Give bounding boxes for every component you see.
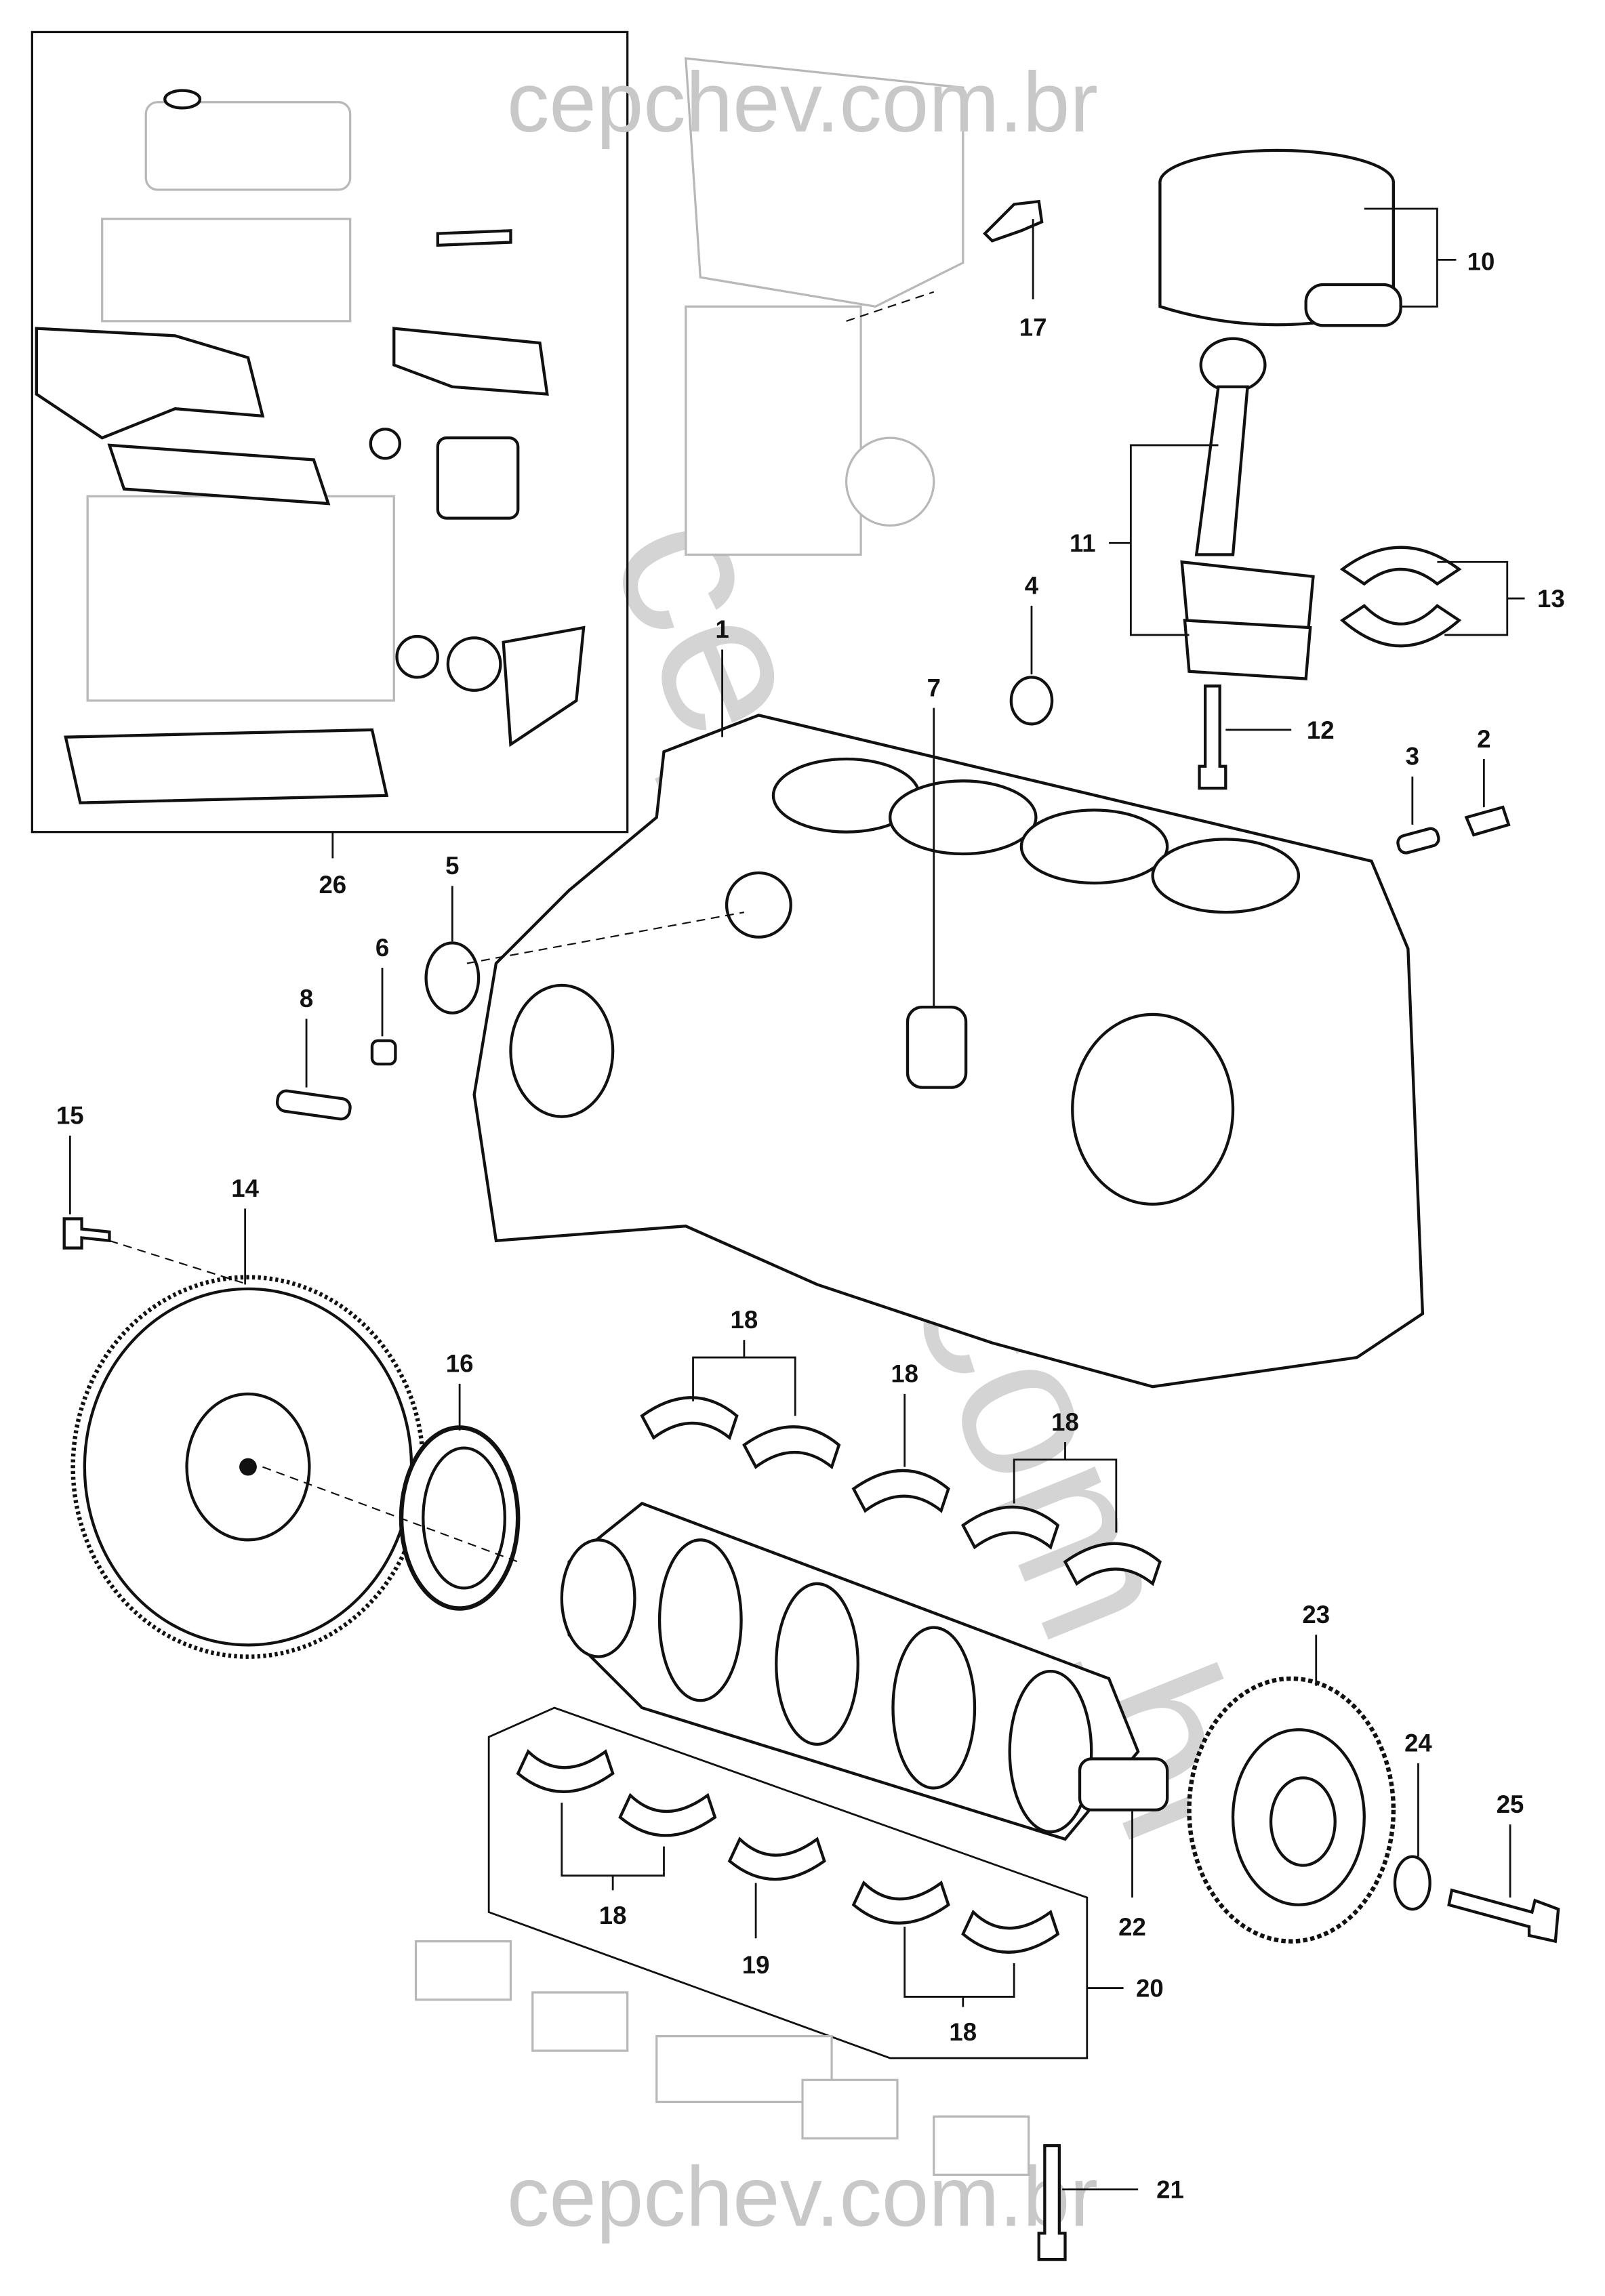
bearing-set-outline-20 — [487, 1706, 1089, 2059]
washer-24 — [1393, 1855, 1431, 1911]
pin-3 — [1396, 827, 1440, 855]
plug-2 — [1464, 805, 1511, 837]
part-label-18-lower-b: 18 — [949, 2018, 977, 2046]
crankshaft-22 — [560, 1502, 1169, 1841]
part-label-14: 14 — [231, 1174, 259, 1202]
pulley-bolt-25 — [1447, 1888, 1560, 1944]
rod-bearing-13a — [1339, 546, 1462, 586]
part-label-17: 17 — [1019, 313, 1047, 341]
part-label-2: 2 — [1477, 725, 1490, 753]
dowel-pin-8 — [275, 1089, 352, 1121]
rod-bolt-12 — [1198, 684, 1227, 790]
part-label-18-upper-a: 18 — [731, 1306, 758, 1334]
part-label-11: 11 — [1070, 529, 1096, 557]
flywheel-14 — [70, 1275, 426, 1659]
part-label-22: 22 — [1118, 1913, 1146, 1941]
upper-main-bearings — [640, 1396, 1162, 1586]
part-label-19: 19 — [742, 1951, 770, 1979]
part-label-23: 23 — [1302, 1601, 1330, 1628]
part-label-16: 16 — [446, 1350, 474, 1378]
bolt-15 — [62, 1217, 111, 1250]
part-label-26: 26 — [319, 871, 346, 899]
lower-main-bearings — [516, 1748, 1060, 1954]
part-label-5: 5 — [445, 852, 459, 880]
part-label-20: 20 — [1136, 1974, 1164, 2002]
part-label-21: 21 — [1156, 2176, 1184, 2204]
watermark-top: cepchev.com.br — [507, 56, 1098, 150]
connecting-rod-11 — [1180, 337, 1315, 680]
part-label-18-lower-a: 18 — [599, 1902, 627, 1929]
part-label-3: 3 — [1406, 743, 1419, 771]
part-label-6: 6 — [375, 934, 389, 962]
part-label-7: 7 — [927, 674, 941, 701]
part-label-1: 1 — [715, 615, 729, 643]
part-label-10: 10 — [1467, 247, 1495, 275]
part-label-12: 12 — [1307, 716, 1335, 744]
rod-bearing-13b — [1339, 604, 1462, 648]
part-label-4: 4 — [1025, 572, 1039, 600]
seal-5 — [424, 941, 481, 1014]
part-label-24: 24 — [1404, 1729, 1432, 1757]
plug-6 — [370, 1039, 397, 1066]
part-label-15: 15 — [56, 1101, 84, 1129]
part-label-8: 8 — [300, 985, 313, 1012]
plug-4 — [1009, 676, 1054, 726]
part-label-25: 25 — [1497, 1790, 1524, 1818]
crank-pulley-23 — [1187, 1676, 1396, 1944]
gasket-kit-box — [31, 30, 629, 834]
part-label-13: 13 — [1537, 585, 1565, 613]
main-bearing-caps-ghost — [414, 1940, 1030, 2176]
part-label-18-upper-c: 18 — [1051, 1408, 1079, 1436]
engine-ghost-background — [685, 57, 964, 556]
piston-10 — [1158, 148, 1402, 327]
part-label-18-upper-b: 18 — [891, 1360, 918, 1388]
bolt-17 — [983, 199, 1044, 243]
engine-block — [472, 714, 1425, 1389]
main-cap-bolt-21 — [1037, 2144, 1067, 2261]
